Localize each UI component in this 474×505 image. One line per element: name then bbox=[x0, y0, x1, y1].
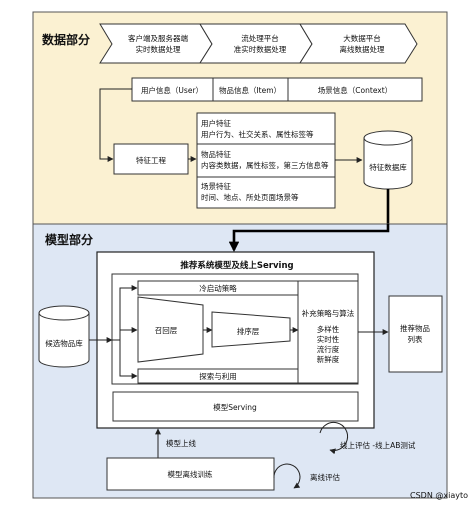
cold-start-label: 冷启动策略 bbox=[199, 283, 237, 293]
rank-label: 排序层 bbox=[237, 326, 260, 336]
info-to-feature-arrow bbox=[99, 88, 132, 162]
item-feature-title: 物品特征 bbox=[201, 149, 231, 159]
info-user: 用户信息（User） bbox=[141, 85, 203, 95]
source-2-line2: 准实时数据处理 bbox=[234, 44, 287, 54]
supplement-box bbox=[297, 280, 359, 384]
source-3-line1: 大数据平台 bbox=[343, 33, 381, 43]
offline-training-label: 模型离线训练 bbox=[168, 469, 213, 479]
online-eval-loop-icon bbox=[319, 421, 348, 455]
offline-training-box bbox=[106, 457, 275, 491]
supplement-realtime: 实时性 bbox=[317, 334, 340, 344]
model-section-title: 模型部分 bbox=[45, 232, 93, 247]
serving-title: 推荐系统模型及线上Serving bbox=[180, 260, 293, 271]
source-3-line2: 离线数据处理 bbox=[340, 44, 385, 54]
item-feature-desc: 内容类数据，属性标签，第三方信息等 bbox=[201, 160, 329, 170]
source-chevron-2 bbox=[199, 23, 313, 64]
info-context: 场景信息（Context） bbox=[318, 85, 392, 95]
output-list-box bbox=[388, 295, 443, 373]
feature-engineering-label: 特征工程 bbox=[136, 155, 166, 165]
online-eval-label: 线上评估 -线上AB测试 bbox=[340, 440, 416, 450]
source-pipeline: 客户端及服务器端 实时数据处理 流处理平台 准实时数据处理 大数据平台 离线数据… bbox=[99, 23, 418, 64]
user-feature-title: 用户特征 bbox=[201, 118, 231, 128]
supplement-title: 补充策略与算法 bbox=[302, 308, 355, 318]
user-feature-desc: 用户行为、社交关系、属性标签等 bbox=[201, 129, 314, 139]
output-label-line1: 推荐物品 bbox=[400, 323, 430, 333]
offline-eval-label: 离线评估 bbox=[310, 472, 340, 482]
model-online-label: 模型上线 bbox=[166, 438, 196, 448]
info-row: 用户信息（User） 物品信息（Item） 场景信息（Context） bbox=[131, 77, 423, 102]
model-serving-label: 模型Serving bbox=[213, 402, 257, 412]
candidate-db-label: 候选物品库 bbox=[45, 338, 83, 348]
source-chevron-3 bbox=[299, 23, 418, 64]
context-feature-title: 场景特征 bbox=[201, 181, 231, 191]
source-1-line1: 客户端及服务器端 bbox=[128, 33, 188, 43]
source-1-line2: 实时数据处理 bbox=[136, 44, 181, 54]
output-label-line2: 列表 bbox=[408, 334, 423, 344]
supplement-popularity: 流行度 bbox=[317, 344, 340, 354]
explore-exploit-label: 探索与利用 bbox=[199, 371, 237, 381]
info-item: 物品信息（Item） bbox=[219, 85, 281, 95]
candidate-db-icon: 候选物品库 bbox=[38, 305, 90, 368]
source-chevron-1 bbox=[99, 23, 213, 64]
rank-layer bbox=[211, 311, 291, 348]
model-serving-box bbox=[112, 391, 359, 422]
recall-layer bbox=[137, 296, 204, 363]
data-section-title: 数据部分 bbox=[42, 32, 90, 47]
featuredb-to-serving-arrow-lower bbox=[228, 224, 390, 253]
feature-list: 用户特征 用户行为、社交关系、属性标签等 物品特征 内容类数据，属性标签，第三方… bbox=[196, 112, 336, 209]
csdn-watermark: CSDN @xiayto bbox=[410, 491, 468, 500]
supplement-freshness: 新鲜度 bbox=[317, 354, 340, 364]
recall-label: 召回层 bbox=[155, 326, 178, 335]
feature-db-icon: 特征数据库 bbox=[363, 130, 413, 190]
feature-db-label: 特征数据库 bbox=[369, 162, 407, 172]
source-2-line1: 流处理平台 bbox=[241, 33, 279, 43]
offline-eval-loop-icon bbox=[273, 463, 301, 489]
supplement-diversity: 多样性 bbox=[317, 324, 340, 334]
feature-list-box bbox=[196, 112, 336, 209]
context-feature-desc: 时间、地点、所处页面场景等 bbox=[201, 192, 299, 202]
